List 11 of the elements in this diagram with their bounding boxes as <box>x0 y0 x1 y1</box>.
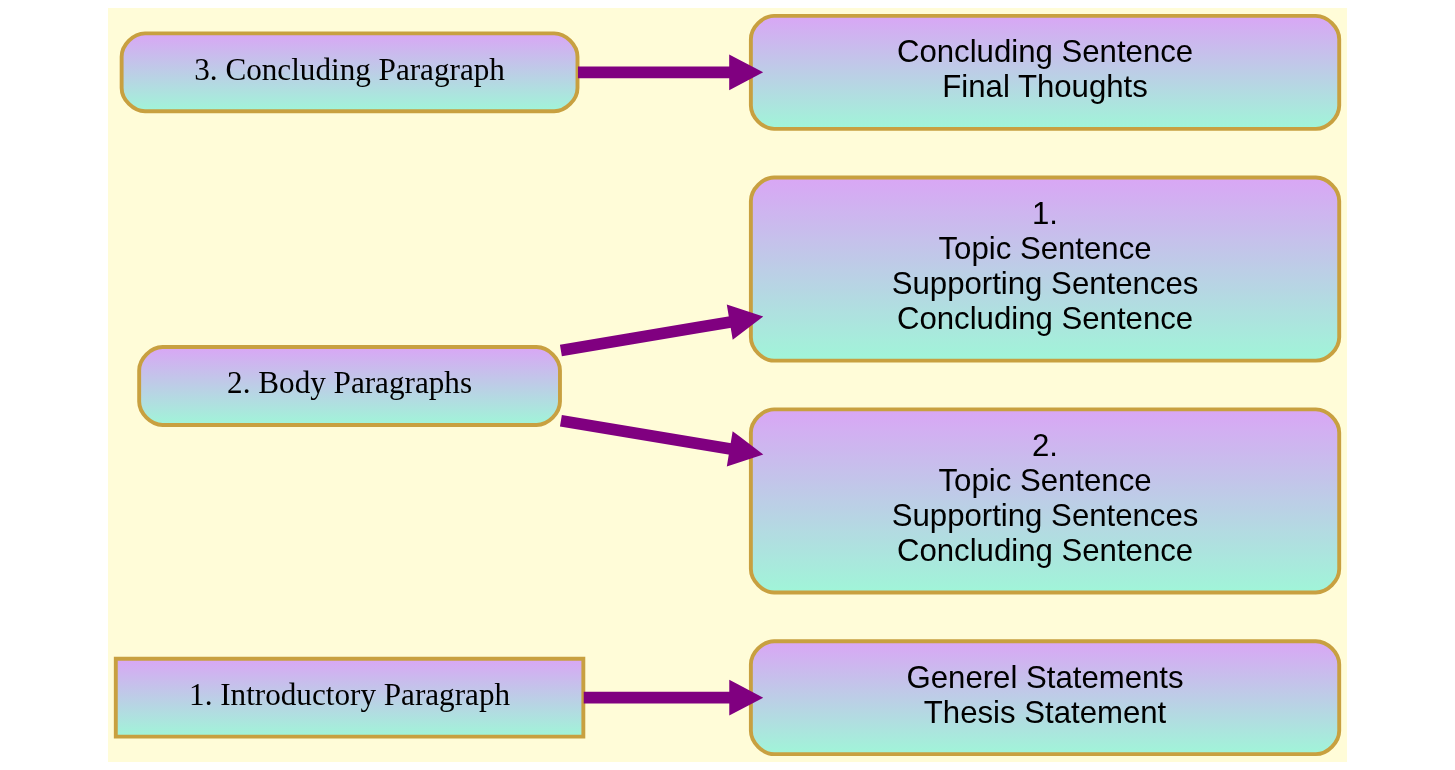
node-box: Concluding Sentence Final Thoughts <box>748 13 1342 131</box>
node-box: 3. Concluding Paragraph <box>119 31 580 114</box>
node-box: Generel Statements Thesis Statement <box>748 639 1342 757</box>
arrow <box>559 415 764 467</box>
node-box: 2. Topic Sentence Supporting Sentences Concluding Sentence <box>748 407 1342 595</box>
arrow <box>583 679 764 716</box>
arrow <box>559 304 764 357</box>
node-box: 1. Topic Sentence Supporting Sentences Concluding Sentence <box>748 175 1342 363</box>
node-box: 2. Body Paragraphs <box>137 345 562 427</box>
arrow <box>577 54 764 91</box>
node-box: 1. Introductory Paragraph <box>113 656 586 739</box>
